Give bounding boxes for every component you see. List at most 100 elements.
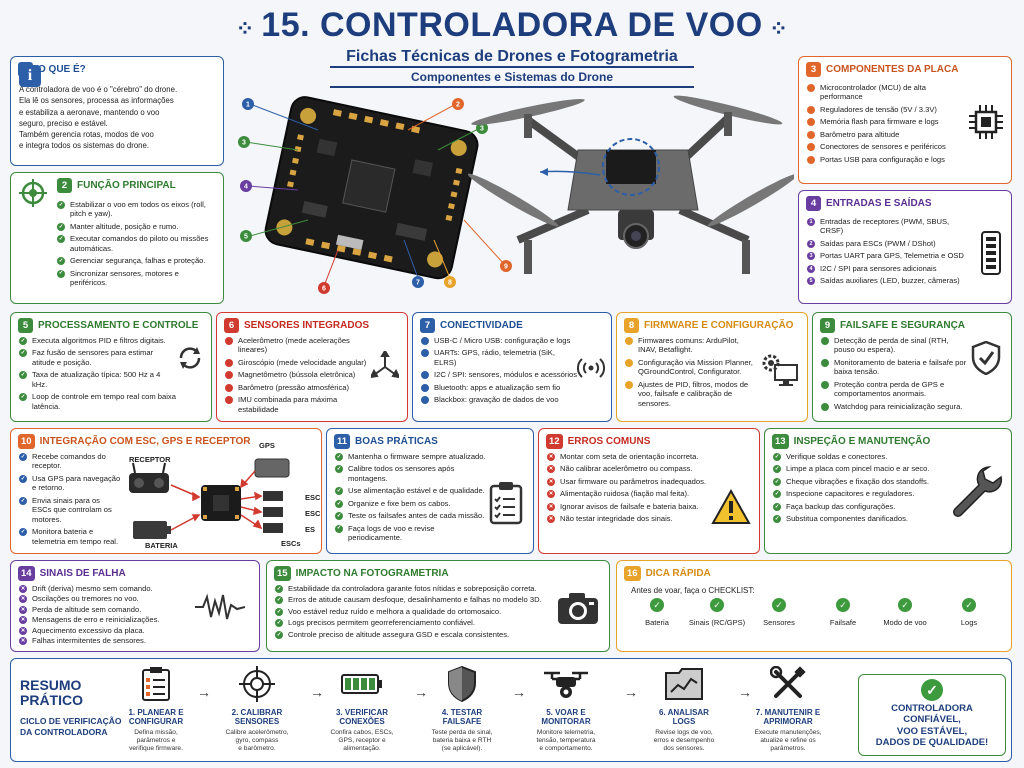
target-icon [19, 179, 47, 207]
section-good-practices: 11 BOAS PRÁTICAS ✓Mantenha o firmware se… [326, 428, 534, 554]
section-header: 2 FUNÇÃO PRINCIPAL [11, 173, 223, 196]
subtitle-rule-2 [330, 86, 694, 88]
drone-icon [516, 664, 616, 704]
step-desc-line: parâmetros. [770, 745, 806, 753]
list-item: ✕Não testar integridade dos sinais. [547, 514, 709, 524]
check-icon: ✓ [57, 269, 65, 278]
photogrammetry-list: ✓Estabilidade da controladora garante fo… [267, 584, 609, 639]
esc-label: ESC [305, 493, 321, 502]
step-title-line: 5. VOAR E [546, 708, 586, 717]
close-icon: ✕ [547, 502, 555, 511]
item-text: Faça backup das configurações. [786, 501, 896, 511]
step-desc-line: Teste perda de sinal, [431, 729, 493, 737]
item-text: Giroscópio (mede velocidade angular) [238, 357, 367, 367]
sensors-list: Acelerômetro (mede acelerações lineares)… [217, 336, 407, 414]
list-item: IMU combinada para máxima estabilidade [225, 395, 377, 414]
check-icon: ✓ [962, 598, 976, 612]
bullet-icon [225, 337, 233, 345]
section-title: INTEGRAÇÃO COM ESC, GPS E RECEPTOR [39, 436, 251, 447]
item-text: Microcontrolador (MCU) de alta performan… [820, 83, 926, 102]
list-item: Bluetooth: apps e atualização sem fio [421, 383, 579, 392]
check-icon: ✓ [335, 524, 343, 533]
section-header: 7 CONECTIVIDADE [413, 313, 611, 336]
step-desc-line: tensão, temperatura [536, 737, 596, 745]
list-item: Firmwares comuns: ArduPilot, INAV, Betaf… [625, 336, 757, 355]
section-what-is: 1 O QUE É? i A controladora de voo é o "… [10, 56, 224, 166]
arrow-right-icon: → [624, 684, 638, 700]
port-connector-icon [981, 231, 1001, 275]
section-title: IMPACTO NA FOTOGRAMETRIA [295, 568, 449, 579]
check-icon: ✓ [275, 630, 283, 639]
step-title-line: 4. TESTAR [441, 708, 483, 717]
item-text: Monitora bateria e telemetria em tempo r… [32, 527, 119, 546]
tools-icon [738, 664, 838, 704]
close-icon: ✕ [19, 585, 27, 593]
item-text: Detecção de perda de sinal (RTH, pouso o… [834, 336, 949, 355]
list-item: ✕Alimentação ruidosa (fiação mal feita). [547, 489, 709, 499]
list-item: ✕Oscilações ou tremores no voo. [19, 594, 183, 604]
function-list: ✓Estabilizar o voo em todos os eixos (ro… [11, 200, 223, 288]
arrow-right-icon: → [512, 684, 526, 700]
check-circle-icon: ✓ [921, 679, 943, 701]
item-text: Substitua componentes danificados. [786, 514, 909, 524]
item-text: USB-C / Micro USB: configuração e logs [434, 336, 571, 345]
esc-label: ESC [305, 509, 321, 518]
failure-list: ✕Drift (deriva) mesmo sem comando. ✕Osci… [11, 584, 259, 646]
list-item: ✓Estabilidade da controladora garante fo… [275, 584, 553, 593]
check-icon: ✓ [275, 607, 283, 616]
check-icon: ✓ [710, 598, 724, 612]
item-text: Configuração via Mission Planner, QGroun… [638, 357, 753, 377]
list-item: Blackbox: gravação de dados de voo [421, 395, 579, 405]
list-item: USB-C / Micro USB: configuração e logs [421, 336, 579, 345]
check-icon: ✓ [57, 235, 65, 244]
list-item: Configuração via Mission Planner, QGroun… [625, 358, 757, 377]
step-desc: Teste perda de sinal,bateria baixa e RTH… [412, 729, 512, 753]
list-item: ✓Loop de controle em tempo real com baix… [19, 392, 177, 411]
check-icon: ✓ [19, 349, 27, 358]
board-marker: 9 [504, 264, 508, 271]
step-title-line: CONFIGURAR [128, 717, 184, 727]
bullet-icon [225, 383, 233, 392]
section-number: 10 [18, 434, 35, 449]
processing-list: ✓Executa algoritmos PID e filtros digita… [11, 336, 211, 411]
item-text: Taxa de atualização típica: 500 Hz a 4 k… [32, 370, 161, 389]
section-text: A controladora de voo é o "cérebro" do d… [11, 84, 223, 152]
check-flight-mode: ✓Modo de voo [870, 598, 940, 627]
item-text: Limpe a placa com pincel macio e ar seco… [786, 464, 930, 474]
check-icon: ✓ [335, 487, 343, 496]
drone-graphic [467, 95, 794, 274]
step-title-line: LOGS [672, 717, 696, 727]
section-title: INSPEÇÃO E MANUTENÇÃO [793, 436, 931, 447]
section-header: 5 PROCESSAMENTO E CONTROLE [11, 313, 211, 336]
list-item: ✕Montar com seta de orientação incorreta… [547, 452, 709, 461]
section-header: 12 ERROS COMUNS [539, 429, 759, 452]
item-text: Acelerômetro (mede acelerações lineares) [238, 336, 350, 355]
checklist-intro: Antes de voar, faça o CHECKLIST: [631, 586, 755, 595]
item-text: Cheque vibrações e fixação dos standoffs… [786, 476, 929, 486]
summary-title-line: RESUMO [20, 677, 82, 693]
item-text: Manter altitude, posição e rumo. [70, 221, 179, 231]
section-number: 14 [18, 566, 35, 581]
check-icon: ✓ [57, 257, 65, 266]
section-header: 10 INTEGRAÇÃO COM ESC, GPS E RECEPTOR [11, 429, 321, 452]
list-item: Magnetômetro (bússola eletrônica) [225, 370, 377, 380]
list-item: ✓Teste os failsafes antes de cada missão… [335, 511, 487, 521]
item-text: Magnetômetro (bússola eletrônica) [238, 370, 356, 380]
summary-panel [10, 658, 1012, 762]
camera-icon [558, 593, 598, 624]
check-icon: ✓ [335, 453, 343, 461]
check-icon: ✓ [335, 499, 343, 508]
board-marker: 6 [322, 286, 326, 293]
check-icon: ✓ [19, 393, 27, 402]
check-icon: ✓ [773, 453, 781, 461]
bullet-icon [821, 358, 829, 367]
section-number: 3 [806, 62, 821, 77]
step-desc-line: erros e desempenho [653, 737, 715, 745]
list-item: ✓Manter altitude, posição e rumo. [57, 222, 217, 231]
